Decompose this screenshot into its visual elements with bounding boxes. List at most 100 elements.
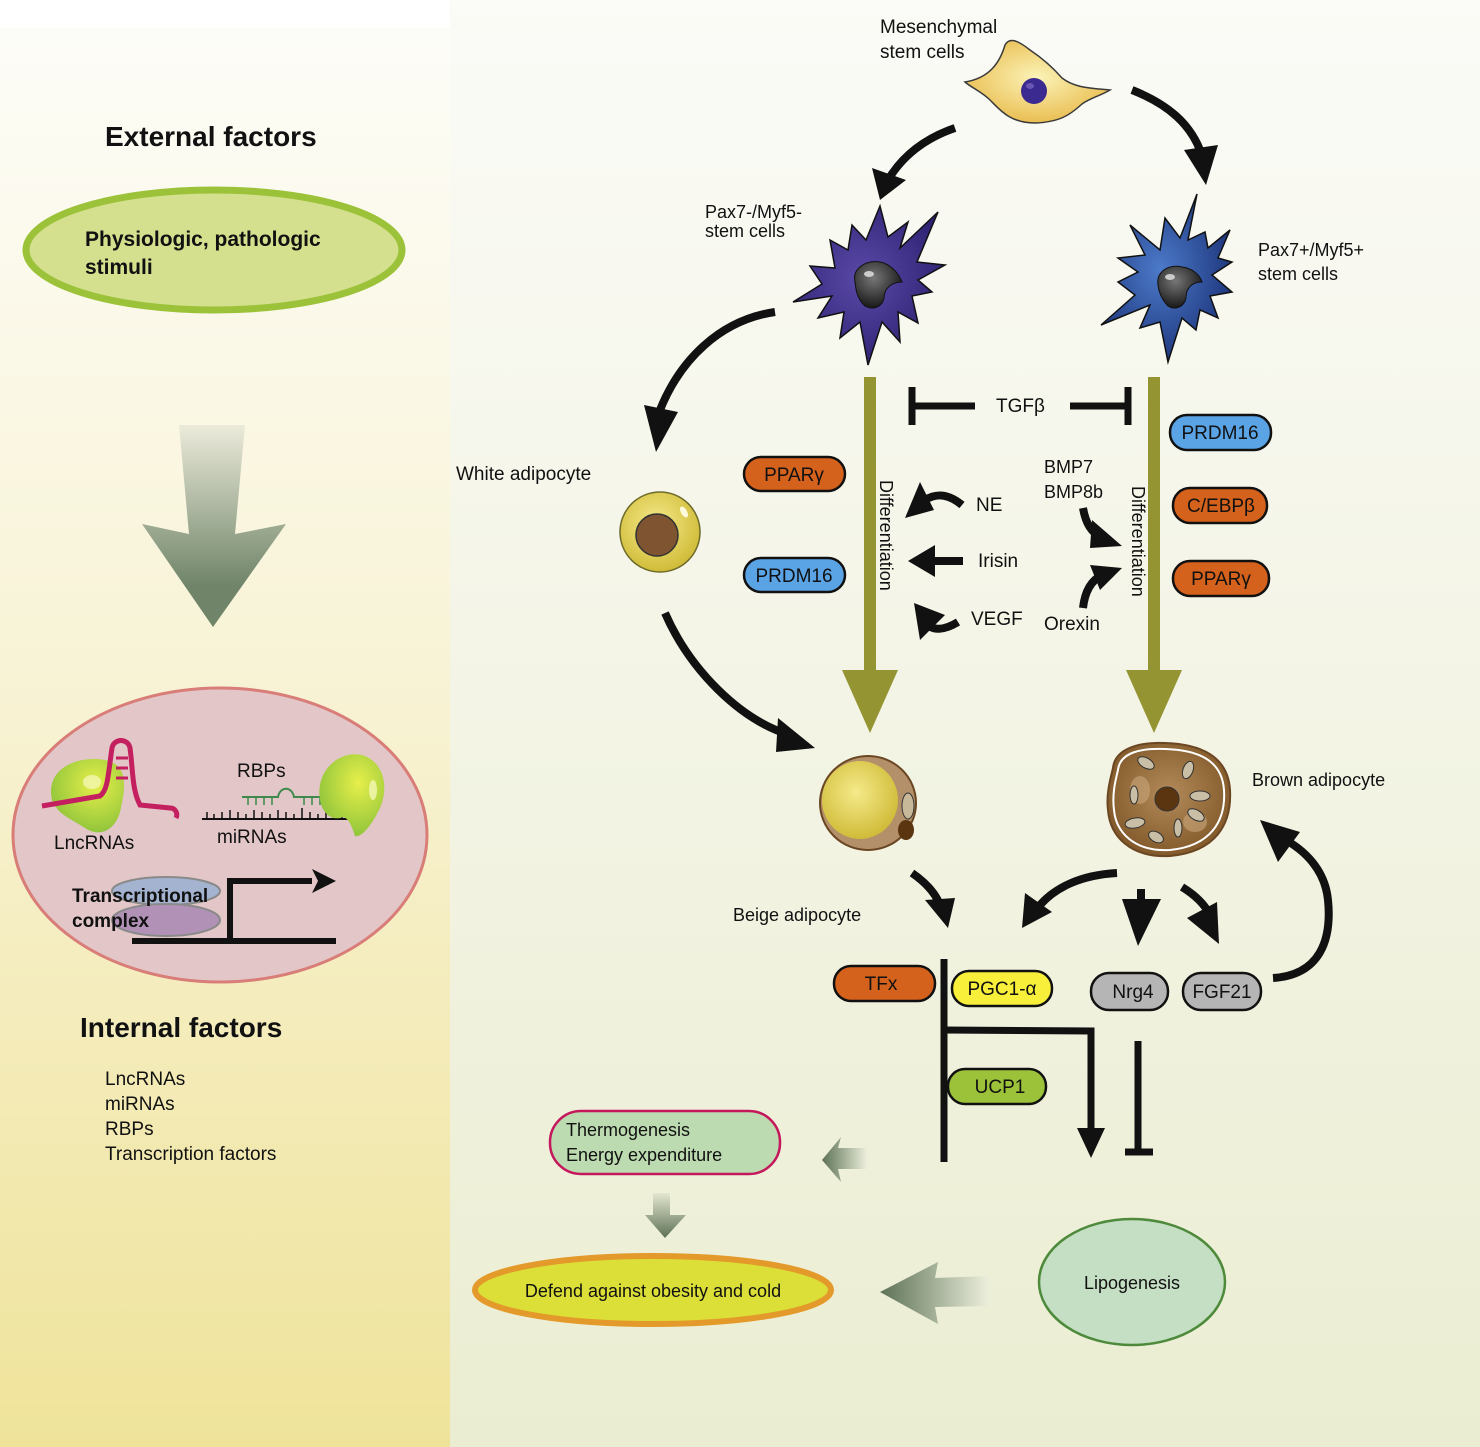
lncrna-protein-icon	[41, 738, 180, 833]
tgfb-label: TGFβ	[996, 396, 1045, 417]
svg-text:PPARγ: PPARγ	[1191, 569, 1251, 590]
bmp8b-label: BMP8b	[1044, 482, 1103, 502]
pax-pos-label-line1: Pax7+/Myf5+	[1258, 240, 1364, 260]
right-differentiation-label: Differentiation	[1128, 486, 1148, 597]
orexin-label: Orexin	[1044, 614, 1100, 635]
external-stimuli-line1: Physiologic, pathologic	[85, 228, 321, 251]
svg-text:Nrg4: Nrg4	[1112, 982, 1154, 1003]
pgc-to-lipogenesis-line	[943, 1026, 1095, 1135]
beige-adipocyte-label: Beige adipocyte	[733, 905, 861, 925]
fgf21-feedback-arrow	[1272, 834, 1333, 982]
right-panel-background	[450, 0, 1480, 1447]
svg-text:C/EBPβ: C/EBPβ	[1187, 496, 1255, 517]
ne-arrow-icon	[905, 482, 965, 518]
pax-neg-label-line1: Pax7-/Myf5-	[705, 202, 802, 222]
orexin-arrow-icon	[1079, 565, 1122, 609]
white-to-beige-arrowhead	[776, 718, 815, 752]
svg-text:PGC1-α: PGC1-α	[967, 979, 1036, 1000]
cell-nucleus	[11, 686, 429, 984]
irisin-label: Irisin	[978, 551, 1018, 572]
msc-to-pax-neg-arrow	[884, 124, 957, 183]
bmp7-label: BMP7	[1044, 457, 1093, 477]
white-adipocyte-icon	[619, 491, 701, 573]
pax-pos-label-line2: stem cells	[1258, 264, 1338, 284]
factor-pill-cebpb-right: C/EBPβ	[1171, 486, 1269, 525]
factor-pill-ppar-right: PPARγ	[1171, 559, 1271, 598]
effector-pill-ucp1: UCP1	[946, 1067, 1048, 1106]
pathway-to-thermogenesis-arrow	[822, 1137, 867, 1182]
external-stimuli-line2: stimuli	[85, 256, 153, 279]
right-differentiation-arrowhead	[1126, 670, 1182, 733]
pax-neg-stem-cell-icon	[792, 203, 948, 366]
irisin-arrow-icon	[908, 545, 963, 577]
svg-text:PRDM16: PRDM16	[1181, 423, 1258, 444]
left-differentiation-arrowhead	[842, 670, 898, 733]
fgf21-feedback-arrowhead	[1260, 820, 1300, 862]
gene-promoter-arrow-icon	[132, 869, 336, 944]
pax-neg-to-white-arrowhead	[644, 405, 678, 452]
msc-label-line1: Mesenchymal	[880, 17, 997, 38]
lipogenesis-to-defend-arrow	[880, 1262, 989, 1324]
rbps-label: RBPs	[237, 761, 286, 782]
vegf-label: VEGF	[971, 609, 1023, 630]
thermogenesis-box: Thermogenesis Energy expenditure	[548, 1109, 782, 1176]
pax-neg-label-line2: stem cells	[705, 221, 785, 241]
svg-text:FGF21: FGF21	[1192, 982, 1251, 1003]
pgc-to-lipogenesis-arrowhead	[1077, 1128, 1105, 1158]
bmp-arrow-icon	[1079, 507, 1122, 548]
thermogenesis-line2: Energy expenditure	[566, 1145, 722, 1165]
ne-label: NE	[976, 495, 1002, 516]
brown-to-fgf21-arrowhead	[1187, 902, 1219, 944]
brown-to-pgc-arrow	[1037, 869, 1118, 908]
effector-pill-tfx: TFx	[832, 964, 937, 1003]
mesenchymal-stem-cell-icon	[963, 39, 1113, 124]
svg-text:PRDM16: PRDM16	[755, 566, 832, 587]
effector-pill-pgc1a: PGC1-α	[950, 969, 1054, 1008]
left-differentiation-bar	[864, 377, 876, 677]
internal-list-item-1: LncRNAs	[105, 1069, 185, 1090]
brown-to-pgc-arrowhead	[1022, 893, 1052, 928]
external-to-internal-arrow	[142, 425, 286, 627]
msc-label-line2: stem cells	[880, 42, 964, 63]
brown-adipocyte-label: Brown adipocyte	[1252, 770, 1385, 790]
factor-pill-ppar-left: PPARγ	[742, 455, 847, 493]
internal-list-item-2: miRNAs	[105, 1094, 175, 1115]
effector-pill-fgf21: FGF21	[1181, 971, 1263, 1012]
tf-subunit-bottom-icon	[111, 903, 221, 937]
beige-to-pgc-arrowhead	[925, 898, 955, 928]
factor-pill-prdm16-left: PRDM16	[742, 556, 847, 594]
white-adipocyte-label: White adipocyte	[456, 464, 591, 485]
vegf-arrow-icon	[914, 603, 961, 640]
effector-pill-nrg4: Nrg4	[1089, 971, 1170, 1012]
external-stimuli-ellipse	[22, 186, 406, 314]
msc-to-pax-neg-arrowhead	[872, 168, 906, 200]
mirnas-label: miRNAs	[217, 827, 287, 848]
svg-text:TFx: TFx	[865, 974, 898, 995]
defend-label: Defend against obesity and cold	[525, 1281, 781, 1301]
factor-pill-prdm16-right: PRDM16	[1168, 413, 1273, 452]
pax-neg-to-white-arrow	[656, 308, 776, 412]
lipogenesis-ellipse: Lipogenesis	[1037, 1217, 1227, 1347]
pax-pos-stem-cell-icon	[1100, 193, 1234, 365]
left-differentiation-label: Differentiation	[876, 480, 896, 591]
rbp-protein-icon	[319, 754, 385, 837]
svg-text:PPARγ: PPARγ	[764, 465, 824, 486]
beige-adipocyte-icon	[819, 755, 917, 851]
svg-text:UCP1: UCP1	[975, 1077, 1026, 1098]
external-factors-title: External factors	[105, 121, 317, 152]
lipogenesis-label: Lipogenesis	[1084, 1273, 1180, 1293]
internal-list-item-4: Transcription factors	[105, 1144, 276, 1165]
thermogenesis-line1: Thermogenesis	[566, 1120, 690, 1140]
msc-to-pax-pos-arrow	[1130, 86, 1204, 152]
brown-to-nrg4-arrowhead	[1122, 899, 1161, 946]
thermogenesis-to-defend-arrow	[645, 1193, 686, 1238]
white-to-beige-arrow	[661, 611, 792, 739]
internal-factors-title: Internal factors	[80, 1012, 282, 1043]
lncrnas-label: LncRNAs	[54, 833, 134, 854]
msc-to-pax-pos-arrowhead	[1184, 145, 1218, 185]
brown-adipocyte-icon	[1106, 741, 1232, 858]
mirna-strand-icon	[202, 787, 352, 820]
transcriptional-complex-line2: complex	[72, 911, 150, 932]
defend-outcome-ellipse: Defend against obesity and cold	[472, 1253, 834, 1327]
